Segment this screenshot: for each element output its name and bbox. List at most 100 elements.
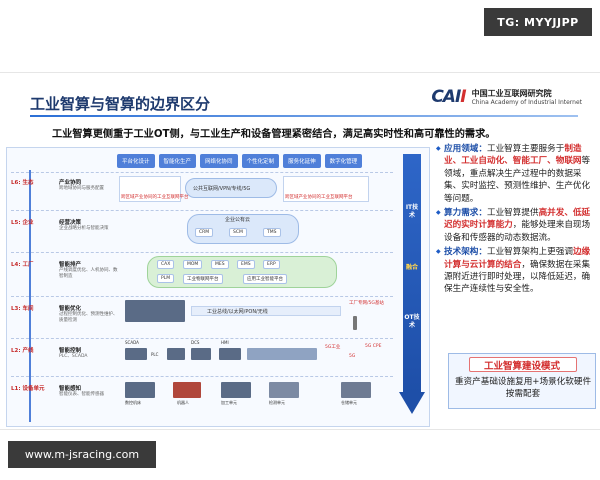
layer-l6 [11, 172, 393, 173]
tab-custom: 个性化定制 [241, 154, 280, 168]
l5-pill-tms: TMS [263, 228, 281, 237]
cnc-machine-icon [125, 382, 155, 398]
layer-l3 [11, 296, 393, 297]
l4-pill-plm: PLM [157, 274, 175, 283]
slide-subtitle: 工业智算更侧重于工业OT侧，与工业生产和设备管理紧密结合，满足高实时性和高可靠性… [52, 129, 496, 140]
build-mode-box: 工业智算建设模式 重资产基础设施复用+场景化软硬件按需配套 [448, 353, 596, 409]
l4-pill-mom: MOM [183, 260, 203, 269]
processing-unit-icon [221, 382, 251, 398]
l2-label-plc: PLC [151, 352, 159, 357]
slide: 工业智算与智算的边界区分 CAII 中国工业互联网研究院 China Acade… [0, 72, 600, 430]
arrow-ot-label: OT技术 [404, 314, 420, 329]
l2-label-dcs: DCS [191, 340, 200, 345]
l6-cloud [185, 178, 277, 198]
l4-pill-erp: ERP [263, 260, 280, 269]
inspection-unit-icon [269, 382, 299, 398]
l1-label-cnc: 数控机床 [125, 400, 141, 405]
l4-pill-mes: MES [211, 260, 229, 269]
bullet-application: 应用领域：工业智算主要服务于制造业、工业自动化、智能工厂、物联网等领域，重点解决… [436, 143, 594, 205]
tab-service: 服务化延伸 [283, 154, 321, 168]
l4-pill-cax: CAX [157, 260, 175, 269]
l4-pill-iot: 工业物联网平台 [183, 274, 223, 284]
layer-l1-desc: 智能仪表、智能传感器 [59, 392, 104, 397]
layer-l1-name: 智能感知 [59, 386, 82, 392]
logo-mark: CAII [431, 87, 466, 107]
architecture-diagram: 平台化设计 智能化生产 网络化协同 个性化定制 服务化延伸 数字化管理 L6: … [6, 147, 430, 427]
arrow-merge-label: 融合 [405, 264, 418, 271]
tab-design: 平台化设计 [117, 154, 155, 168]
layer-l6-level: L6: 生态 [11, 180, 34, 186]
layer-l2-level: L2: 产线 [11, 348, 34, 354]
l5-pill-crm: CRM [195, 228, 214, 237]
l2-label-hmi: HMI [221, 340, 229, 345]
layer-l3-level: L3: 车间 [11, 306, 34, 312]
l6-left-box [119, 176, 181, 202]
l3-bus-bar [191, 306, 341, 316]
layer-l2-desc: PLC、SCADA [59, 354, 88, 359]
layer-l3-desc: 过程控制优化、预测性维护、质量检测 [59, 312, 118, 323]
arrow-body [403, 154, 421, 394]
watermark-top: TG: MYYJJPP [484, 8, 592, 36]
layer-l2-name: 智能控制 [59, 348, 82, 354]
plc-icon [167, 348, 185, 360]
l3-red-label: 工厂专网/5G基站 [349, 301, 384, 306]
tab-production: 智能化生产 [158, 154, 197, 168]
l6-cloud-label: 公共互联网/VPN/专线/5G [193, 186, 251, 192]
layer-l6-desc: 跨地域协同与服务配置 [59, 186, 104, 191]
arrow-it-label: IT技术 [405, 204, 419, 219]
layer-l1-level: L1: 设备单元 [11, 386, 45, 392]
logo: CAII 中国工业互联网研究院 China Academy of Industr… [431, 87, 582, 107]
bullet-architecture: 技术架构：工业智算架构上更强调边缘计算与云计算的结合，确保数据在采集源附近进行即… [436, 246, 594, 296]
layer-l4 [11, 252, 393, 253]
layer-l5-desc: 企业战略分析与智能决策 [59, 226, 109, 231]
antenna-icon [353, 316, 357, 330]
l6-red-right: 跨区域产业协同的工业互联网平台 [285, 195, 353, 200]
robot-icon [173, 382, 201, 398]
l2-5g-industrial: 5G工业 [325, 345, 341, 350]
layer-l2 [11, 338, 393, 339]
l6-right-box [283, 176, 369, 202]
storage-unit-icon [341, 382, 371, 398]
description-panel: 应用领域：工业智算主要服务于制造业、工业自动化、智能工厂、物联网等领域，重点解决… [436, 143, 594, 298]
top-tabs: 平台化设计 智能化生产 网络化协同 个性化定制 服务化延伸 数字化管理 [117, 154, 363, 168]
slide-title: 工业智算与智算的边界区分 [30, 95, 211, 113]
l2-5g: 5G [349, 354, 356, 359]
logo-text: 中国工业互联网研究院 China Academy of Industrial I… [472, 88, 582, 106]
logo-cn: 中国工业互联网研究院 [471, 89, 552, 98]
bullet-compute: 算力需求：工业智算提供高并发、低延迟的实时计算能力，能够处理来自现场设备和传感器… [436, 207, 594, 244]
watermark-bottom: www.m-jsracing.com [8, 441, 156, 468]
tab-management: 数字化管理 [324, 154, 363, 168]
l5-cloud-label: 企业公有云 [225, 217, 251, 223]
scada-icon [125, 348, 147, 360]
layer-l5-level: L5: 企业 [11, 220, 34, 226]
l1-label-robot: 机器人 [177, 400, 189, 405]
layer-l6-name: 产业协同 [59, 180, 82, 186]
mode-body: 重资产基础设施复用+场景化软硬件按需配套 [454, 377, 592, 399]
it-ot-arrow: IT技术 融合 OT技术 [399, 154, 425, 416]
title-divider [30, 115, 578, 117]
l1-label-storage: 仓储单元 [341, 400, 357, 405]
l2-label-scada: SCADA [125, 340, 139, 345]
l6-red-left: 跨区域产业协同的工业互联网平台 [121, 195, 189, 200]
l5-pill-scm: SCM [229, 228, 247, 237]
l4-pill-ems: EMS [237, 260, 255, 269]
l3-server-rack [125, 300, 185, 322]
layer-l3-name: 智能优化 [59, 306, 82, 312]
l3-bus-label: 工业总线/以太网/PON/无线 [207, 309, 268, 315]
layer-l4-level: L4: 工厂 [11, 262, 34, 268]
dcs-icon [191, 348, 211, 360]
mode-title-bar [469, 357, 577, 372]
layer-l4-name: 智能排产 [59, 262, 82, 268]
layer-l1 [11, 376, 393, 377]
layer-l5 [11, 210, 393, 211]
l2-devices [247, 348, 317, 360]
layer-l4-desc: 产线调度优化、人机协同、数智制造 [59, 268, 118, 279]
hmi-icon [219, 348, 241, 360]
l2-5g-cpe: 5G CPE [365, 344, 382, 349]
l4-pill-ai-platform: 应用工业智能平台 [243, 274, 287, 284]
logo-en: China Academy of Industrial Internet [471, 99, 582, 106]
layer-l5-name: 经营决策 [59, 220, 82, 226]
arrow-down-icon [399, 392, 425, 414]
mode-title: 工业智算建设模式 [483, 361, 560, 372]
